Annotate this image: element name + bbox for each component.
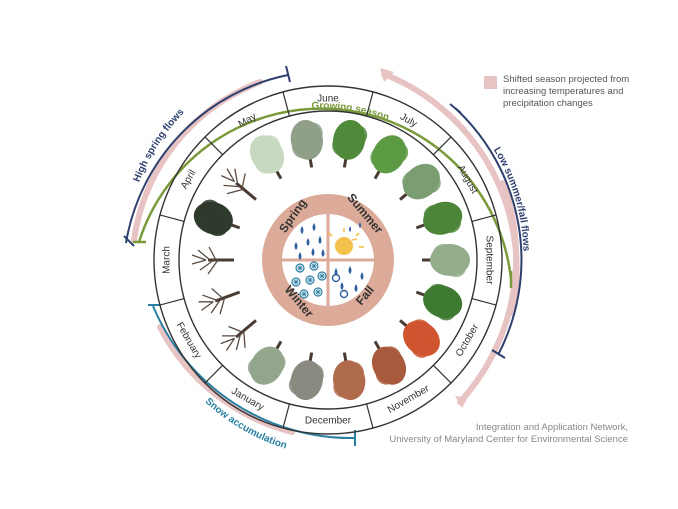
tree [288,352,324,401]
month-divider [204,364,224,384]
tree [399,163,441,201]
month-dividers [159,91,497,429]
month-label-december: December [305,416,352,427]
seasonal-trees [191,119,470,401]
credit: Integration and Application Network, Uni… [384,422,628,446]
month-label-may: May [237,111,259,130]
month-label-april: April [179,168,199,191]
tree [198,287,241,315]
sun-icon [328,222,364,255]
shifted-low-flow-arc [457,180,520,405]
tree [220,319,257,351]
snowflake-icon [305,275,315,285]
tree [332,119,368,168]
credit-line-1: Integration and Application Network, [475,422,628,433]
month-label-june: June [317,94,339,105]
tree [290,119,323,168]
shifted-snow-arc [157,324,295,435]
snowflake-icon [299,289,309,299]
spring-flows-arc [123,65,291,247]
snowflake-icon [309,261,319,271]
snow-accumulation-arc [148,304,357,446]
shifted-growing-arc [381,71,520,316]
season-hub [262,194,394,326]
tree [415,283,463,321]
tree [371,340,407,385]
month-divider [204,136,224,156]
tree [247,340,286,385]
tree [191,246,234,275]
month-divider [471,297,497,306]
month-divider [365,403,374,429]
snowflake-icons [291,261,327,299]
month-divider [432,136,452,156]
snowflake-icon [313,287,323,297]
month-divider [282,403,291,429]
tree [415,201,463,235]
tree [422,244,470,277]
rain-icon [294,223,325,260]
month-divider [159,297,185,306]
month-divider [159,214,185,223]
tree [193,199,241,237]
tree [249,135,285,180]
fall-precip-icon [331,266,364,299]
month-divider [282,91,291,117]
month-divider [471,214,497,223]
month-divider [365,91,374,117]
snowflake-icon [317,271,327,281]
tree [220,168,257,201]
low-flows-arc [449,103,523,359]
month-label-november: November [386,383,432,416]
inner-month-ring [178,110,478,410]
snowflake-icon [295,263,305,273]
arrowhead-low-flow [455,396,468,408]
legend-swatch [484,76,497,89]
month-label-march: March [162,246,173,274]
snowflake-icon [291,277,301,287]
month-label-october: October [454,322,482,359]
credit-line-2: University of Maryland Center for Enviro… [389,434,628,445]
outer-month-ring [153,85,503,435]
month-label-september: September [483,236,494,286]
month-divider [432,364,452,384]
tree [370,135,409,180]
legend-text: Shifted season projected from increasing… [503,74,630,109]
tree [399,319,440,358]
tree [333,352,366,401]
shifted-arrowheads [380,68,468,408]
arrowhead-growing [380,68,394,82]
